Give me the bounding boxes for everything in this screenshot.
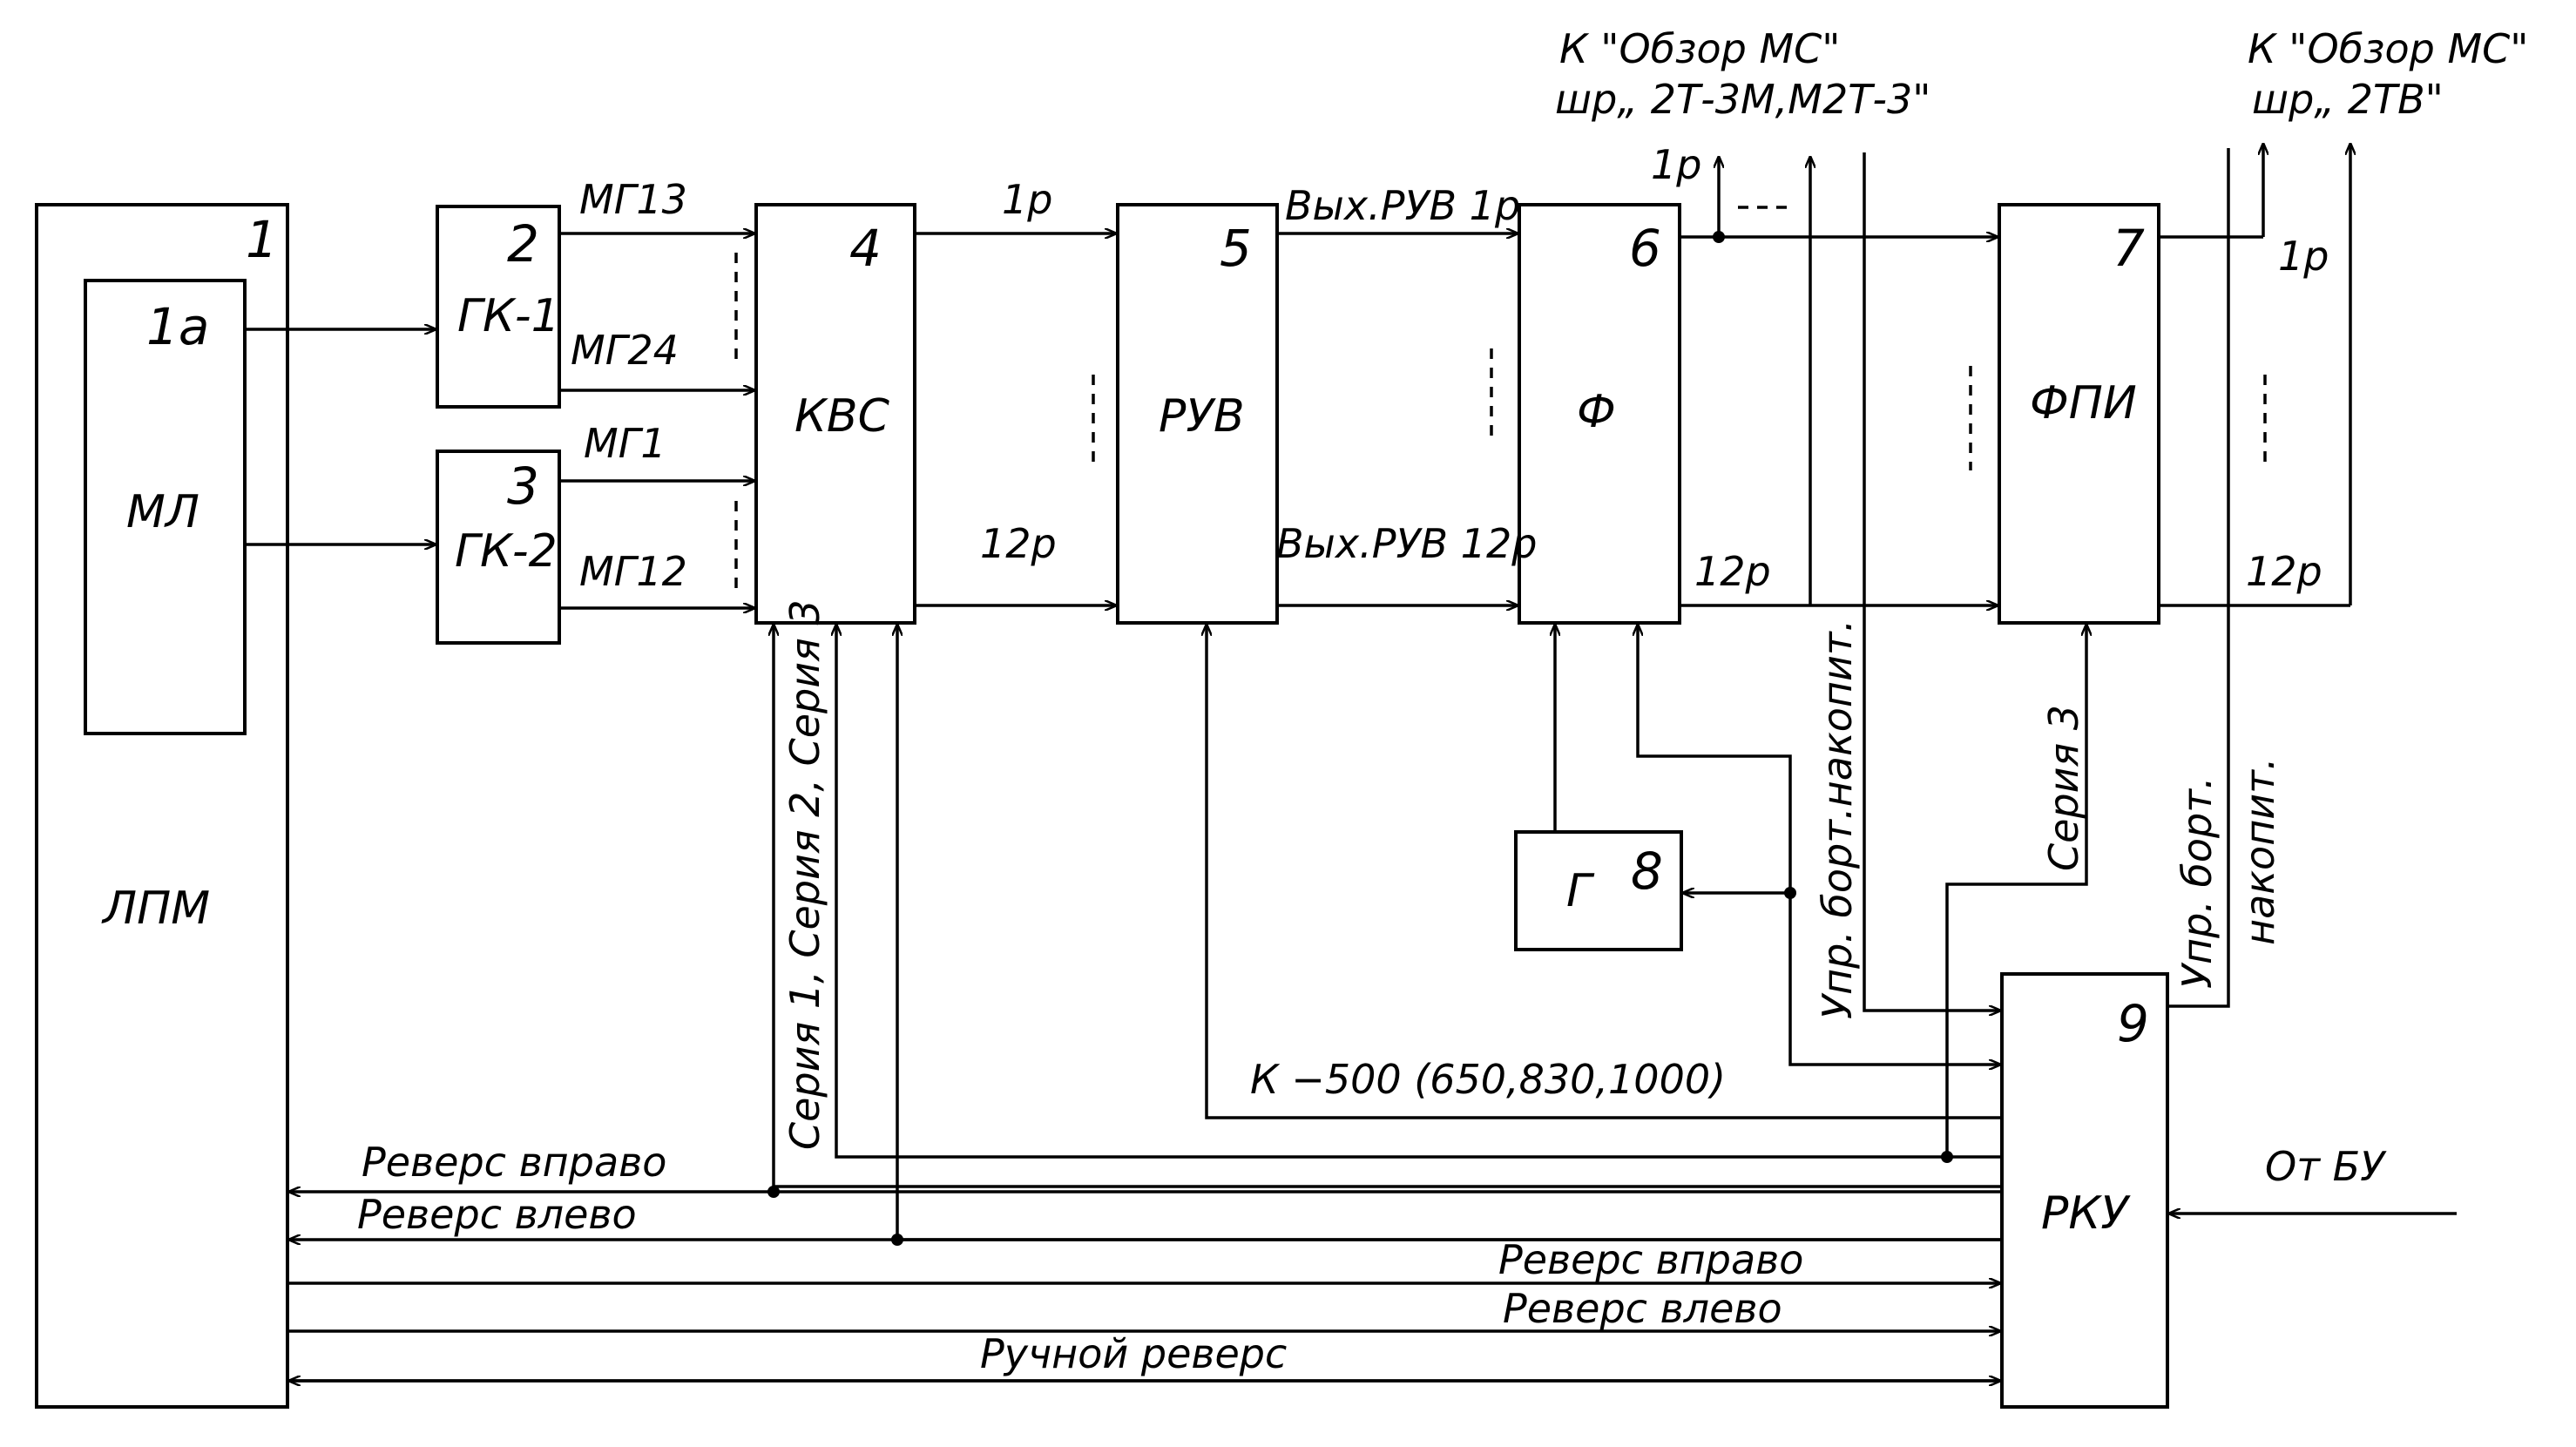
- label-fpi-1p: 1р: [2278, 233, 2329, 280]
- label-ruchnoy-revers: Ручной реверс: [980, 1330, 1287, 1377]
- connections-kvs-to-ruv: 1р 12р: [915, 176, 1116, 605]
- label-upr-bort-2b: накопит.: [2236, 757, 2283, 945]
- label-mg12: МГ12: [579, 548, 687, 595]
- block-1-number: 1: [246, 210, 278, 269]
- label-fpi-12p: 12р: [2246, 548, 2322, 595]
- label-mg1: МГ1: [584, 420, 666, 467]
- output-obzor-1-line1: К "Обзор МС": [1559, 25, 1840, 72]
- output-obzor-1-line2: шр„ 2Т-3М,М2Т-3": [1555, 76, 1930, 123]
- connections-ml-to-gk: [245, 329, 436, 544]
- block-3-gk2: 3 ГК-2: [437, 451, 559, 643]
- block-1a-ml: 1а МЛ: [85, 281, 245, 734]
- block-5-ruv: 5 РУВ: [1118, 205, 1277, 623]
- block-9-number: 9: [2117, 994, 2149, 1053]
- connections-fpi-outputs: 1р 12р: [2159, 144, 2350, 605]
- block-6-label: Ф: [1577, 386, 1616, 438]
- label-vyh-ruv-12p: Вых.РУВ 12р: [1276, 520, 1537, 567]
- connections-from-bu: От БУ: [2169, 1143, 2457, 1214]
- label-kvs-12p: 12р: [980, 520, 1057, 567]
- connections-gk-to-kvs: МГ13 МГ24 МГ1 МГ12: [559, 176, 754, 608]
- connections-reverse: Реверс вправо Реверс влево Реверс вправо…: [287, 1139, 2002, 1381]
- connections-seriya3-fpi: Серия 3: [1941, 625, 2087, 1163]
- block-1a-number: 1а: [146, 297, 209, 356]
- block-3-label: ГК-2: [455, 525, 558, 578]
- block-7-fpi: 7 ФПИ: [1999, 205, 2159, 623]
- block-8-number: 8: [1631, 842, 1663, 901]
- label-revers-vlevo-2: Реверс влево: [1503, 1285, 1782, 1332]
- block-4-kvs: 4 КВС: [756, 205, 915, 623]
- block-4-number: 4: [849, 219, 882, 278]
- label-revers-vpravo-1: Реверс вправо: [362, 1139, 666, 1186]
- label-kvs-1p: 1р: [1002, 176, 1052, 223]
- block-8-label: Г: [1566, 865, 1595, 917]
- block-2-number: 2: [507, 214, 539, 274]
- label-seriya3: Серия 3: [2040, 705, 2087, 871]
- block-1-label: ЛПМ: [101, 882, 210, 935]
- label-k500: К −500 (650,830,1000): [1250, 1056, 1726, 1103]
- block-7-number: 7: [2113, 219, 2145, 278]
- connections-k500: К −500 (650,830,1000): [1207, 625, 2002, 1118]
- label-vyh-ruv-1p: Вых.РУВ 1р: [1285, 182, 1520, 229]
- label-revers-vlevo-1: Реверс влево: [357, 1191, 637, 1238]
- label-mg13: МГ13: [579, 176, 687, 223]
- block-3-number: 3: [507, 456, 539, 516]
- connections-generator: [1555, 625, 2000, 1065]
- label-f-1p: 1р: [1651, 141, 1701, 188]
- connections-upr-bort: Упр. борт.накопит.: [1814, 152, 2000, 1019]
- connections-f-to-fpi: 1р 12р: [1651, 141, 1998, 605]
- block-5-number: 5: [1220, 219, 1252, 278]
- label-upr-bort-2a: Упр. борт.: [2174, 776, 2221, 989]
- block-1-lpm: 1 ЛПМ: [37, 205, 287, 1407]
- label-f-12p: 12р: [1694, 548, 1771, 595]
- block-7-label: ФПИ: [2030, 377, 2137, 429]
- connections-ruv-to-f: Вых.РУВ 1р Вых.РУВ 12р: [1276, 182, 1537, 605]
- label-revers-vpravo-2: Реверс вправо: [1498, 1236, 1803, 1283]
- block-9-label: РКУ: [2041, 1187, 2131, 1240]
- label-upr-bort-1: Упр. борт.накопит.: [1814, 619, 1861, 1019]
- label-mg24: МГ24: [571, 327, 679, 374]
- block-6-number: 6: [1629, 219, 1661, 278]
- output-obzor-2-line1: К "Обзор МС": [2248, 25, 2528, 72]
- block-4-label: КВС: [794, 390, 890, 443]
- block-1a-label: МЛ: [126, 486, 199, 538]
- label-serii: Серия 1, Серия 2, Серия 3: [781, 599, 828, 1150]
- output-labels: К "Обзор МС" шр„ 2Т-3М,М2Т-3" К "Обзор М…: [1555, 25, 2528, 123]
- block-6-f: 6 Ф: [1519, 205, 1680, 623]
- block-2-label: ГК-1: [457, 290, 560, 342]
- block-2-gk1: 2 ГК-1: [437, 206, 560, 407]
- block-9-rku: 9 РКУ: [2002, 974, 2167, 1407]
- block-5-label: РУВ: [1159, 390, 1245, 443]
- label-ot-bu: От БУ: [2265, 1143, 2387, 1190]
- block-8-g: 8 Г: [1516, 832, 1681, 950]
- output-obzor-2-line2: шр„ 2ТВ": [2252, 76, 2444, 123]
